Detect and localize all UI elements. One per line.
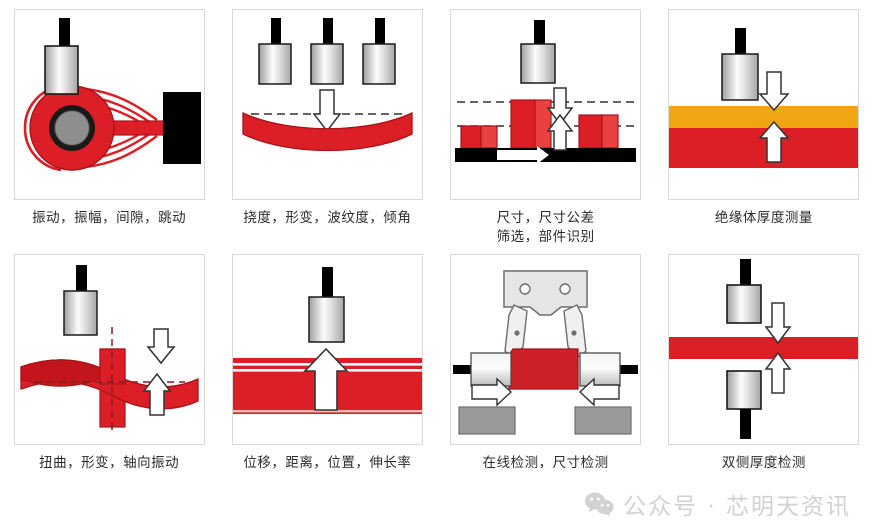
box-small: [460, 125, 498, 149]
sensor-cable-right: [374, 18, 385, 46]
bent-red-beam: [242, 111, 413, 152]
illustration-displacement: [231, 254, 423, 445]
gripper-bolt-right: [559, 283, 571, 295]
deflection-diagram: [242, 18, 413, 152]
sensor-cable: [534, 20, 546, 46]
torsion-diagram: [19, 265, 199, 435]
disc-hub: [54, 110, 90, 146]
illustration-insulation-thickness: [668, 9, 860, 200]
arrow-down: [546, 87, 574, 126]
panel-cell-inline-inspection: 在线检测，尺寸检测: [437, 245, 655, 490]
two-sided-thickness-diagram: [669, 259, 859, 439]
illustration-inline-inspection: [450, 254, 642, 445]
sensor-head: [520, 43, 556, 84]
watermark-text: 公众号 · 芯明天资讯: [623, 494, 851, 520]
illustration-dimension: [450, 9, 642, 200]
sensor-cable-bottom: [740, 409, 752, 439]
gray-block-right: [574, 406, 632, 435]
arrow-left: [579, 377, 620, 407]
panel-cell-torsion: 扭曲，形变，轴向振动: [0, 245, 218, 490]
arrow-down: [764, 302, 792, 345]
sensor-head-center: [310, 43, 344, 85]
panel-cell-dimension: 尺寸，尺寸公差 筛选，部件识别: [437, 0, 655, 245]
sensor-head: [721, 53, 760, 101]
gripper-bolt-left: [519, 283, 531, 295]
sensor-head-top: [726, 284, 763, 324]
box-medium: [578, 114, 619, 149]
caption-inline-inspection: 在线检测，尺寸检测: [482, 455, 609, 471]
vibration-diagram: [23, 18, 201, 172]
sensor-cable: [321, 267, 333, 299]
arrow-down: [758, 71, 791, 112]
sensor-head-right: [362, 43, 396, 85]
belt-direction-arrow: [497, 146, 550, 164]
wechat-icon: [585, 492, 614, 517]
arrow-right: [471, 377, 513, 407]
panel-cell-vibration: 振动，振幅，间隙，跳动: [0, 0, 218, 245]
sensor-head: [62, 290, 98, 336]
box-tall: [510, 99, 552, 149]
sensor-cable: [735, 28, 747, 56]
arrow-up: [303, 347, 349, 411]
sensor-cable-top: [740, 259, 752, 287]
sensor-head: [43, 45, 79, 95]
inline-inspection-diagram: [453, 270, 639, 435]
illustration-deflection: [231, 9, 423, 200]
panel-grid: 振动，振幅，间隙，跳动: [0, 0, 873, 490]
sensor-right: [579, 352, 639, 387]
bearing-block: [162, 92, 201, 164]
caption-vibration: 振动，振幅，间隙，跳动: [32, 210, 187, 226]
caption-displacement: 位移，距离，位置，伸长率: [243, 455, 412, 471]
sensor-cable-left: [270, 18, 281, 46]
arrow-down: [312, 89, 342, 133]
caption-two-sided-thickness: 双侧厚度检测: [721, 455, 806, 471]
gray-block-left: [458, 406, 516, 435]
orange-layer: [669, 106, 859, 128]
panel-cell-insulation-thickness: 绝缘体厚度测量: [655, 0, 873, 245]
dimension-diagram: [455, 20, 637, 164]
panel-cell-two-sided-thickness: 双侧厚度检测: [655, 245, 873, 490]
arrow-up: [758, 120, 791, 163]
caption-dimension: 尺寸，尺寸公差 筛选，部件识别: [496, 210, 595, 245]
insulation-thickness-diagram: [669, 28, 859, 168]
illustration-vibration: [13, 9, 205, 200]
caption-insulation-thickness: 绝缘体厚度测量: [714, 210, 813, 226]
caption-torsion: 扭曲，形变，轴向振动: [39, 455, 180, 471]
sensor-left: [453, 352, 512, 387]
panel-cell-displacement: 位移，距离，位置，伸长率: [218, 245, 436, 490]
arrow-down: [146, 328, 176, 365]
sensor-cable-center: [322, 18, 333, 46]
arrow-up: [546, 113, 574, 151]
red-strip: [669, 337, 859, 359]
sensor-cable: [75, 265, 87, 293]
illustration-two-sided-thickness: [668, 254, 860, 445]
watermark: 公众号 · 芯明天资讯: [584, 487, 851, 521]
caption-deflection: 挠度，形变，波纹度，倾角: [243, 210, 412, 226]
sensor-head-left: [258, 43, 292, 85]
red-workpiece: [508, 348, 579, 390]
arrow-up: [764, 351, 792, 394]
sensor-cable: [58, 18, 70, 48]
displacement-diagram: [232, 267, 422, 414]
illustration-torsion: [13, 254, 205, 445]
panel-cell-deflection: 挠度，形变，波纹度，倾角: [218, 0, 436, 245]
arrow-up: [142, 372, 172, 416]
sensor-head-bottom: [726, 370, 763, 410]
sensor-head: [308, 296, 345, 343]
